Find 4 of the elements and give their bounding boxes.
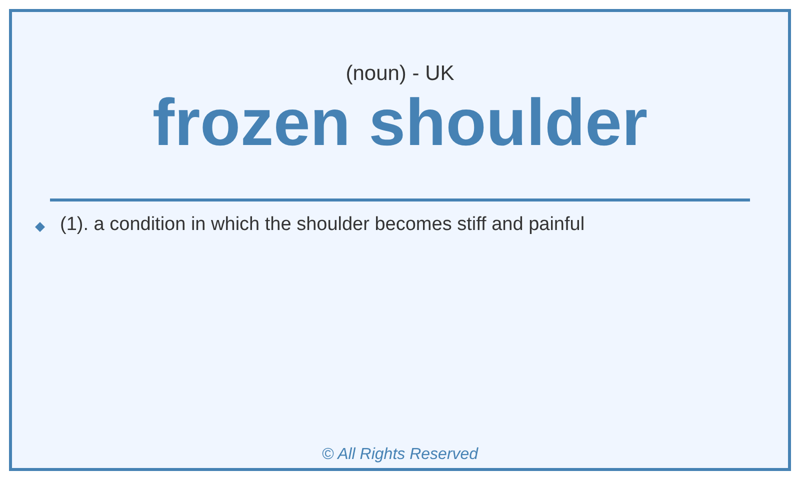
part-of-speech-text: (noun) - UK: [344, 62, 456, 86]
headword-title: frozen shoulder: [151, 84, 649, 160]
copyright-text: © All Rights Reserved: [320, 446, 480, 464]
definition-text: (1). a condition in which the shoulder becomes stiff and painful: [60, 214, 585, 236]
